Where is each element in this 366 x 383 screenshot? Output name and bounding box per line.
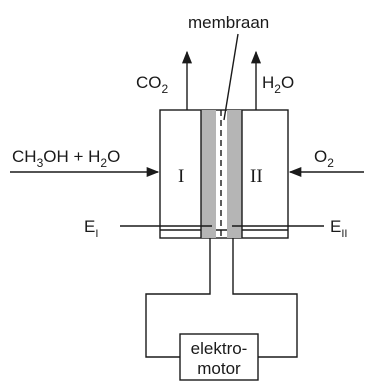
membrane-label: membraan: [188, 13, 269, 32]
compartment-1-label: I: [178, 166, 184, 187]
electrode-strip-left: [201, 110, 216, 238]
motor-label-line2: motor: [197, 359, 241, 378]
motor-box: [179, 333, 259, 381]
h2o-label: H2O: [262, 73, 294, 96]
compartment-2-label: II: [250, 166, 263, 187]
electrode-strip-right: [227, 110, 242, 238]
wire-right: [232, 238, 298, 358]
membrane-leader: [223, 33, 239, 121]
electrode-1-label: EI: [84, 217, 98, 240]
motor-label-line1: elektro-: [191, 339, 248, 358]
oxygen-label: O2: [314, 147, 334, 170]
fuel-label: CH3OH + H2O: [12, 147, 120, 170]
co2-label: CO2: [136, 73, 169, 96]
cell-body: [159, 109, 289, 239]
wire-left: [145, 238, 211, 358]
electrode-2-label: EII: [330, 217, 347, 240]
